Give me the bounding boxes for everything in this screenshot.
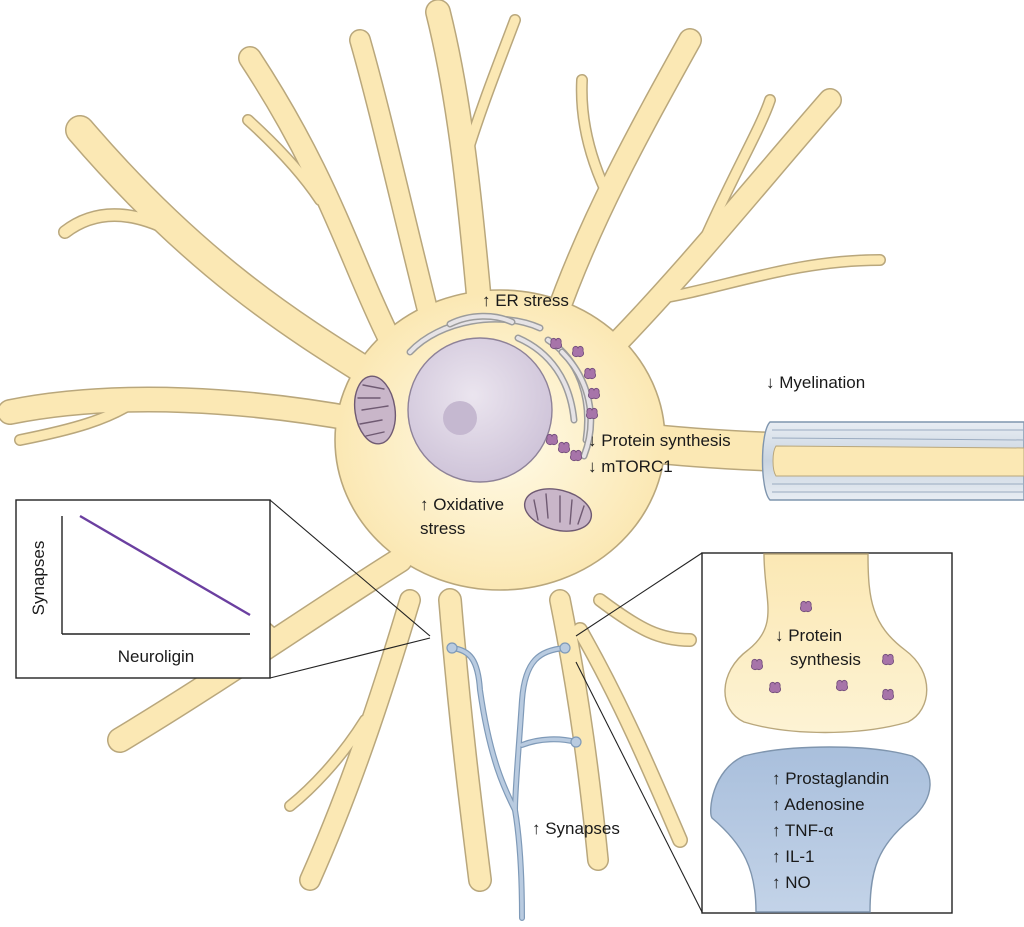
post-item-adenosine: ↑ Adenosine [772, 795, 865, 814]
glial-processes [446, 642, 582, 921]
right-inset: ↓ Protein synthesis ↑ Prostaglandin ↑ Ad… [701, 552, 953, 914]
post-item-no: ↑ NO [772, 873, 811, 892]
oxidative-stress-label: stress [420, 519, 465, 538]
synapses-label: ↑ Synapses [532, 819, 620, 838]
er-stress-label: ↑ ER stress [482, 291, 569, 310]
mtorc1-label: ↓ mTORC1 [588, 457, 673, 476]
post-item-il1: ↑ IL-1 [772, 847, 815, 866]
nucleus [407, 337, 553, 483]
oxidative-label: ↑ Oxidative [420, 495, 504, 514]
right-inset-connector-bottom [575, 661, 703, 913]
myelination-label: ↓ Myelination [766, 373, 865, 392]
synapses-neuroligin-trend-line [79, 514, 251, 617]
protein-synthesis-label: ↓ Protein synthesis [588, 431, 731, 450]
post-item-prostaglandin: ↑ Prostaglandin [772, 769, 889, 788]
inset-xlabel: Neuroligin [118, 647, 195, 666]
right-inset-connector-top [575, 552, 703, 637]
post-item-tnf: ↑ TNF-α [772, 821, 834, 840]
nucleolus [443, 401, 477, 435]
postsynaptic-terminal [710, 746, 931, 913]
dendrites-fill [0, 0, 1024, 891]
left-inset: Synapses Neuroligin [15, 499, 271, 679]
mitochondrion-lower [523, 488, 593, 532]
mitochondrion-left [353, 375, 397, 445]
inset-ylabel: Synapses [29, 541, 48, 616]
myelin-sheath [761, 421, 1024, 501]
left-inset-connector-bottom [269, 637, 431, 679]
terminal-synthesis-label: synthesis [790, 650, 861, 669]
terminal-protein-label: ↓ Protein [775, 626, 842, 645]
left-inset-connector-top [269, 499, 431, 637]
